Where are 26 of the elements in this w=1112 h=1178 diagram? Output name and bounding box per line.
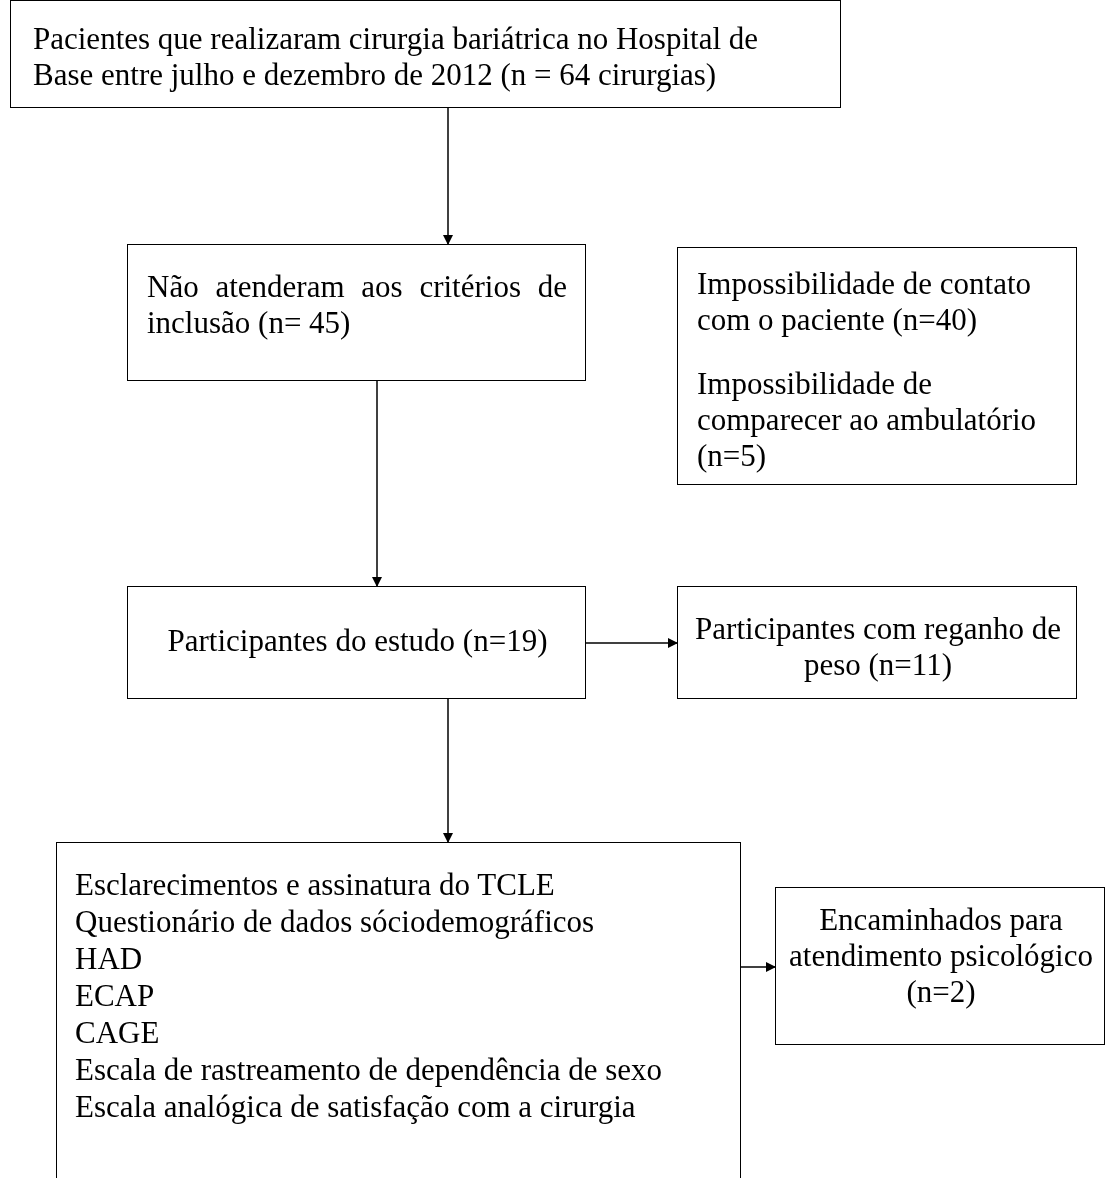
- exclusion-box: [127, 244, 586, 381]
- arrow: [740, 962, 776, 972]
- list-item: CAGE: [75, 1015, 161, 1051]
- process-box: [677, 586, 1077, 699]
- list-item: ECAP: [75, 978, 156, 1014]
- process-box: [127, 586, 586, 699]
- procedure-box: [56, 842, 741, 1178]
- box-text: Impossibilidade de contato com o paciente (n=40): [697, 266, 1033, 338]
- box-text: Impossibilidade de comparecer ao ambulatório (n=5): [697, 366, 1038, 474]
- arrow: [443, 698, 453, 843]
- box-text: Encaminhados para atendimento psicológico (n=2): [788, 902, 1094, 1010]
- list-item: Esclarecimentos e assinatura do TCLE: [75, 867, 556, 903]
- process-box: [775, 887, 1105, 1045]
- list-item: Questionário de dados sóciodemográficos: [75, 904, 596, 940]
- arrow: [443, 107, 453, 245]
- note-box: [677, 247, 1077, 485]
- arrow: [585, 638, 678, 648]
- box-text: Participantes com reganho de peso (n=11): [694, 611, 1062, 683]
- box-text: Pacientes que realizaram cirurgia bariátrica no Hospital de Base entre julho e dezembro de 2012 (n = 64 cirurgias): [33, 21, 760, 93]
- list-item: Escala de rastreamento de dependência de sexo: [75, 1052, 663, 1088]
- list-item: HAD: [75, 941, 144, 977]
- list-item: Escala analógica de satisfação com a cirurgia: [75, 1089, 637, 1125]
- box-text: Não atenderam aos critérios de inclusão (n= 45): [147, 269, 567, 341]
- arrow: [372, 380, 382, 587]
- process-box: [10, 0, 841, 108]
- box-text: Participantes do estudo (n=19): [166, 623, 549, 659]
